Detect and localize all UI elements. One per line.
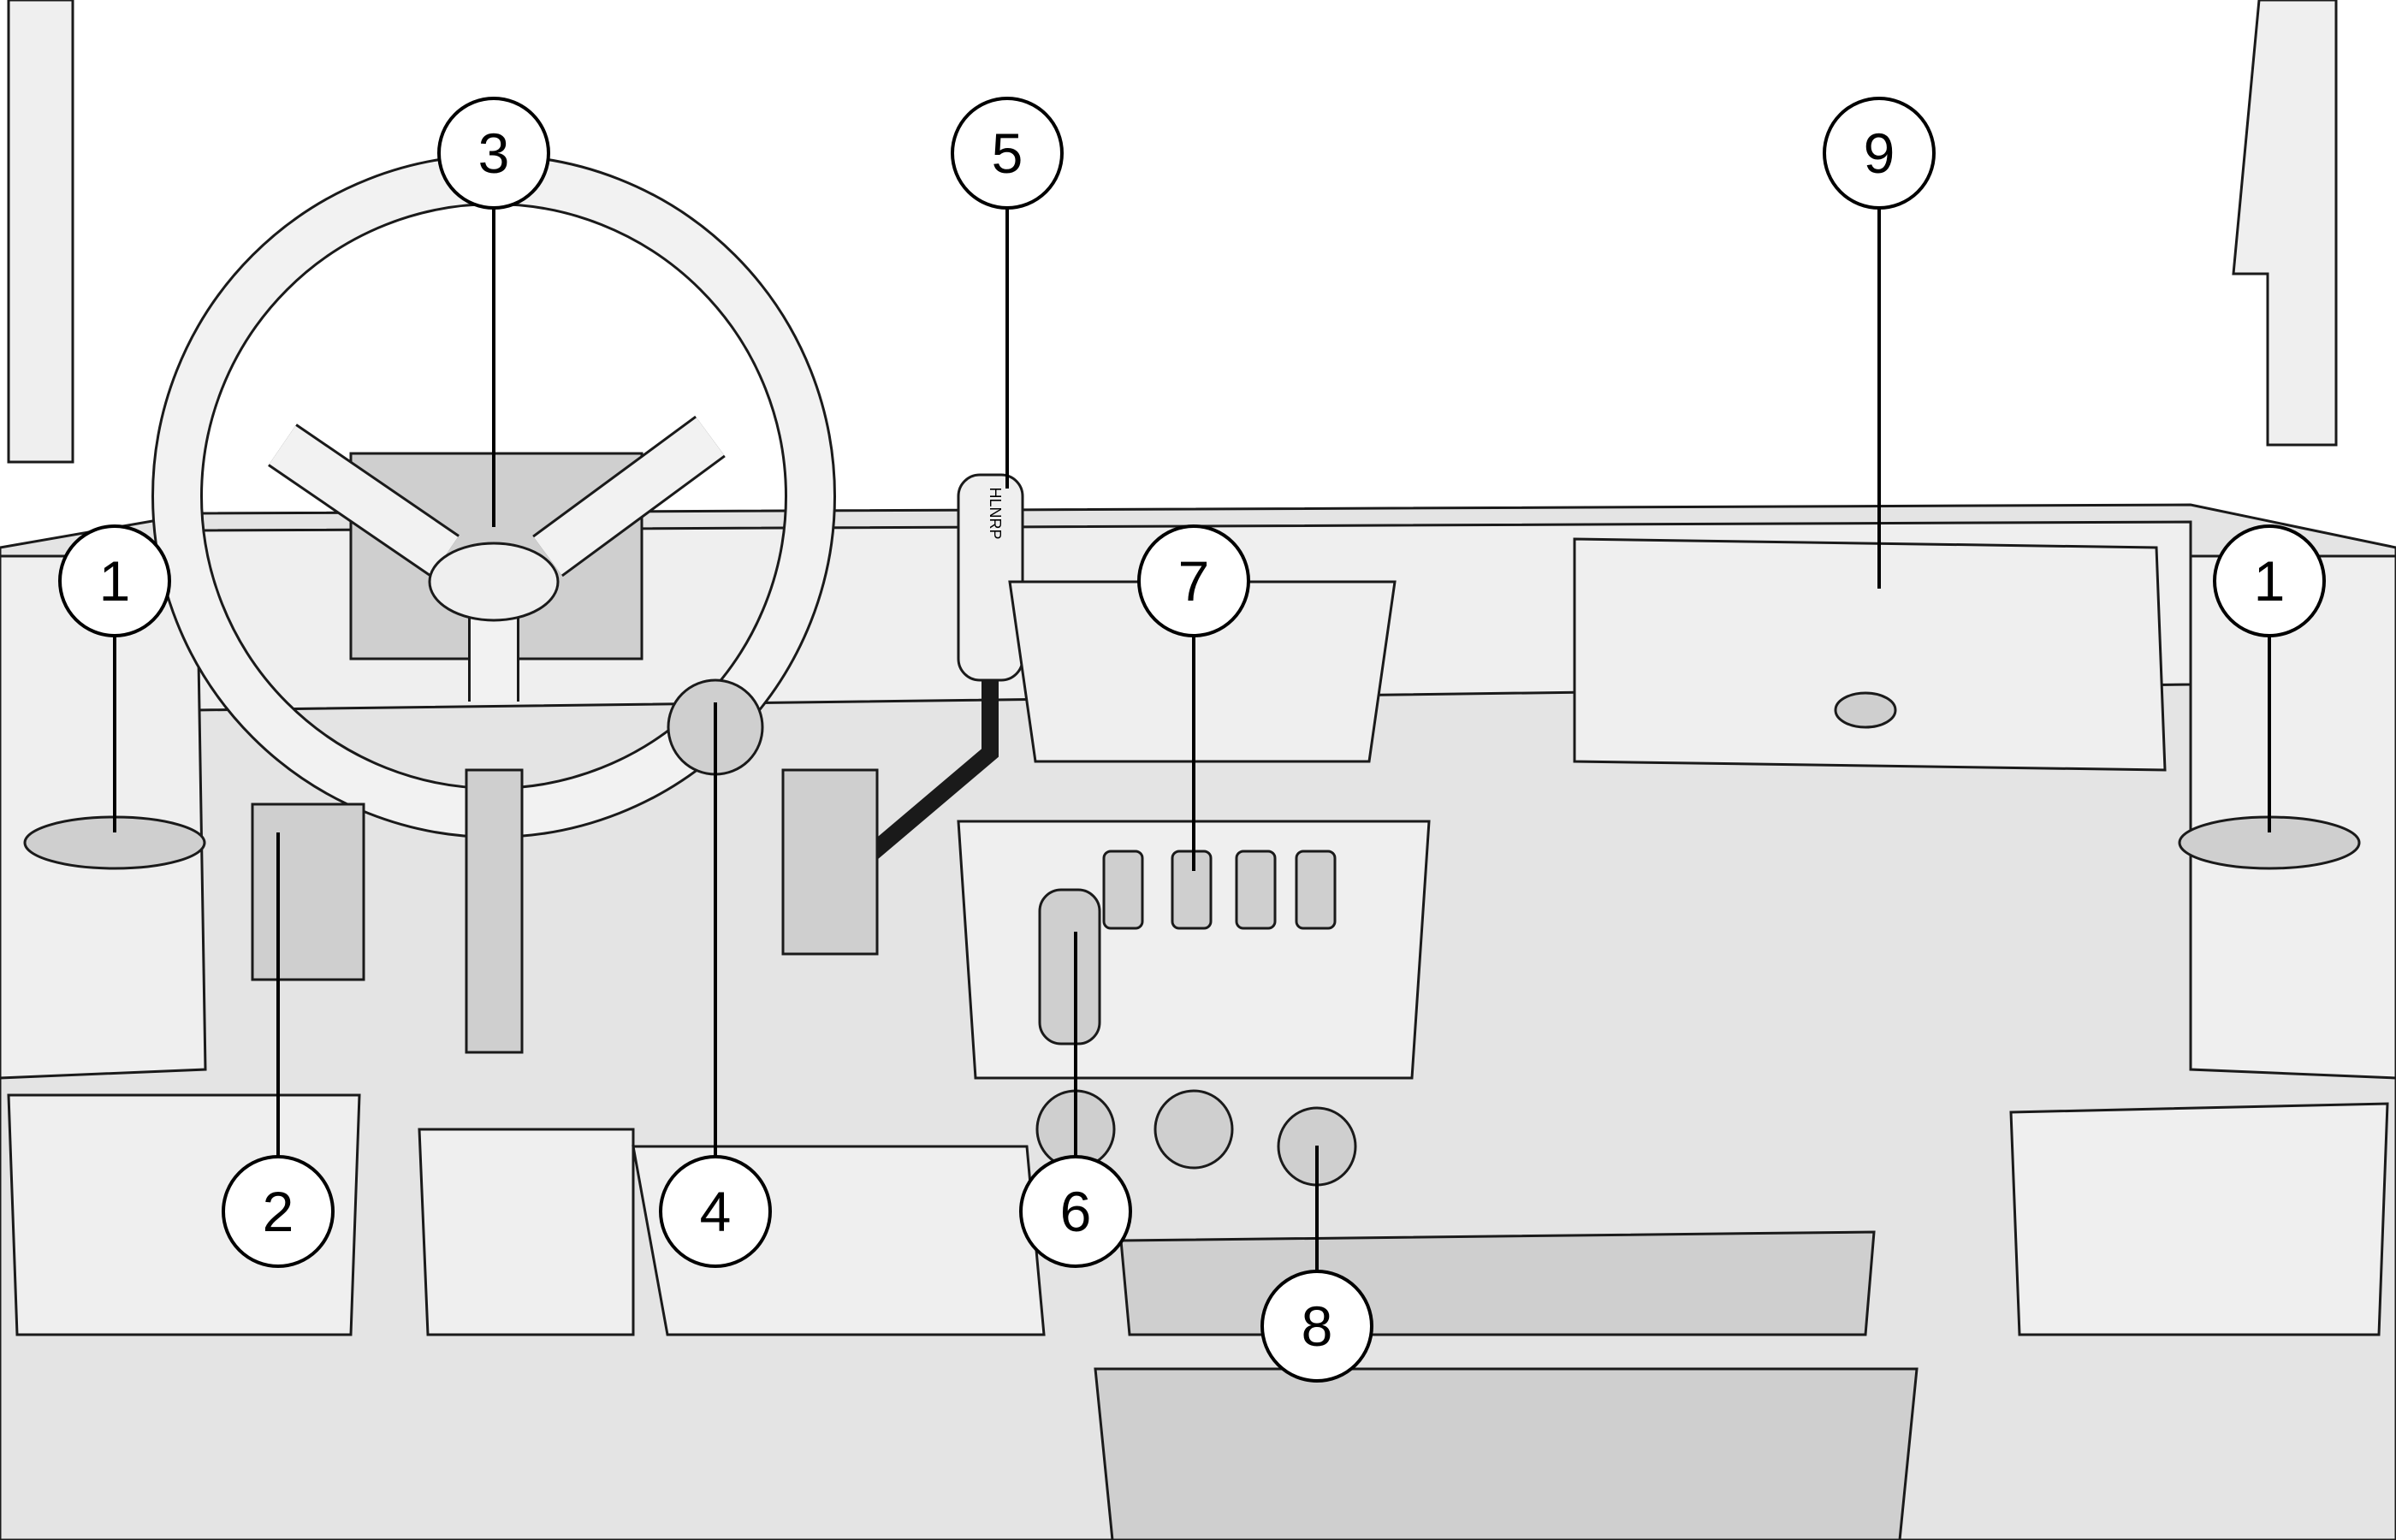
left-bin — [7, 1093, 361, 1336]
center-cup-holders — [1008, 580, 1397, 763]
glove-box — [1573, 537, 2167, 772]
svg-text:2: 2 — [263, 1180, 294, 1243]
svg-text:4: 4 — [700, 1180, 732, 1243]
svg-text:1: 1 — [99, 549, 131, 613]
rocker-switch-1 — [1102, 850, 1144, 930]
callout-6: 6 — [1019, 1155, 1132, 1268]
right-bin — [2009, 1102, 2389, 1336]
gear-pattern-label: HLNRP — [987, 487, 1004, 539]
steering-column — [465, 768, 524, 1054]
parking-brake-handle — [1038, 888, 1101, 1045]
svg-text:5: 5 — [992, 121, 1023, 185]
right-cage-handle — [2232, 0, 2338, 447]
svg-text:6: 6 — [1060, 1180, 1092, 1243]
steering-hub — [428, 542, 560, 622]
callout-2: 2 — [222, 1155, 335, 1268]
rocker-switch-2 — [1171, 850, 1213, 930]
svg-text:1: 1 — [2254, 549, 2286, 613]
switch-panel — [251, 803, 365, 981]
callout-5: 5 — [951, 97, 1064, 210]
rocker-switch-3 — [1235, 850, 1277, 930]
svg-text:9: 9 — [1864, 121, 1895, 185]
outlet-center — [1154, 1089, 1234, 1170]
svg-text:8: 8 — [1302, 1294, 1333, 1358]
driver-bin — [418, 1128, 635, 1336]
callout-3: 3 — [437, 97, 550, 210]
left-cage-post — [7, 0, 74, 464]
callout-1-right: 1 — [2213, 524, 2326, 637]
rocker-switch-4 — [1295, 850, 1337, 930]
svg-text:7: 7 — [1178, 549, 1210, 613]
callout-1-left: 1 — [58, 524, 171, 637]
glove-box-latch — [1834, 691, 1897, 729]
gear-gate — [781, 768, 879, 956]
svg-text:3: 3 — [478, 121, 510, 185]
callout-8: 8 — [1260, 1270, 1373, 1383]
callout-7: 7 — [1137, 524, 1250, 637]
floor-vents — [1094, 1367, 1919, 1540]
callout-9: 9 — [1823, 97, 1936, 210]
callout-4: 4 — [659, 1155, 772, 1268]
